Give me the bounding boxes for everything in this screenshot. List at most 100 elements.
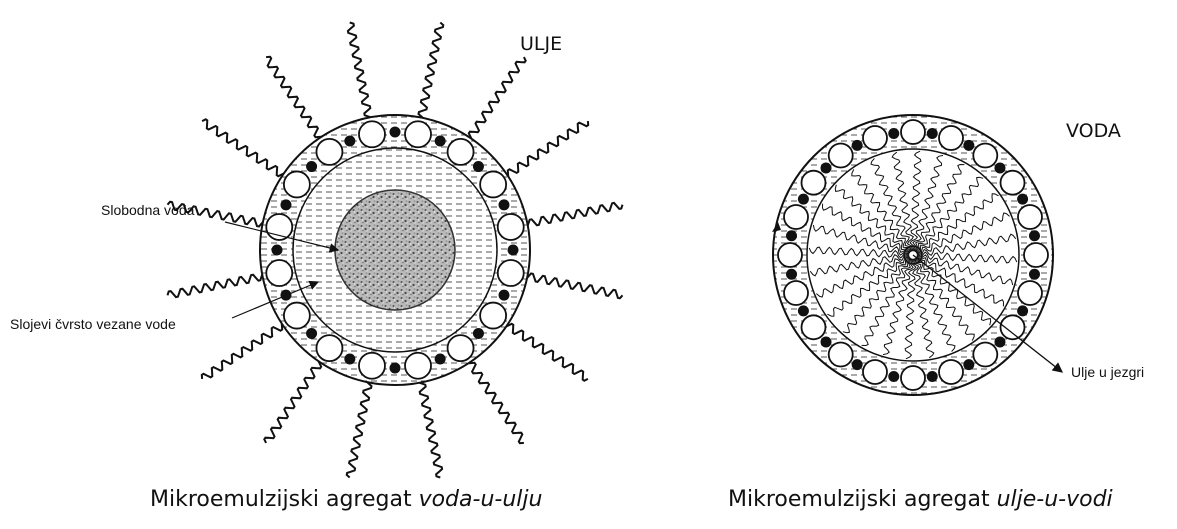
counter-ion-dot	[272, 245, 283, 256]
surfactant-head-white	[784, 281, 808, 305]
surfactant-head-white	[316, 139, 342, 165]
counter-ion-dot	[344, 135, 355, 146]
surfactant-head-white	[1001, 171, 1025, 195]
counter-ion-dot	[1017, 305, 1028, 316]
counter-ion-dot	[280, 199, 291, 210]
surfactant-head-white	[778, 243, 802, 267]
counter-ion-dot	[499, 199, 510, 210]
counter-ion-dot	[390, 363, 401, 374]
surfactant-head-white	[480, 303, 506, 329]
counter-ion-dot	[390, 127, 401, 138]
counter-ion-dot	[306, 328, 317, 339]
surfactant-head-white	[829, 343, 853, 367]
oil-medium-label: ULJE	[520, 33, 562, 55]
surfactant-head-white	[801, 315, 825, 339]
surfactant-head-white	[359, 353, 385, 379]
surfactant-tail	[266, 57, 324, 142]
counter-ion-dot	[786, 230, 797, 241]
surfactant-tail	[202, 119, 287, 178]
free-water-core	[335, 190, 455, 310]
counter-ion-dot	[852, 140, 863, 151]
counter-ion-dot	[435, 135, 446, 146]
counter-ion-dot	[888, 371, 899, 382]
counter-ion-dot	[963, 359, 974, 370]
surfactant-head-white	[801, 171, 825, 195]
surfactant-tail	[417, 378, 442, 478]
oil-core-label: Ulje u jezgri	[1071, 364, 1144, 380]
surfactant-head-white	[498, 214, 524, 240]
left-caption-text: Mikroemulzijski agregat	[150, 487, 419, 512]
surfactant-head-white	[973, 343, 997, 367]
counter-ion-dot	[888, 128, 899, 139]
surfactant-tail	[264, 358, 323, 443]
surfactant-tail	[347, 378, 372, 478]
oil-in-water-aggregate	[772, 115, 1062, 395]
surfactant-tail	[202, 321, 287, 379]
surfactant-tail	[466, 358, 524, 443]
surfactant-head-white	[284, 171, 310, 197]
counter-ion-dot	[963, 140, 974, 151]
surfactant-head-white	[266, 214, 292, 240]
surfactant-head-white	[359, 121, 385, 147]
counter-ion-dot	[994, 336, 1005, 347]
left-caption-italic: voda-u-ulju	[419, 487, 543, 512]
surfactant-head-white	[405, 121, 431, 147]
surfactant-head-white	[266, 260, 292, 286]
surfactant-head-white	[448, 335, 474, 361]
surfactant-tail	[168, 272, 268, 297]
counter-ion-dot	[798, 305, 809, 316]
counter-ion-dot	[927, 371, 938, 382]
counter-ion-dot	[499, 290, 510, 301]
surfactant-head-white	[448, 139, 474, 165]
surfactant-tail	[348, 23, 373, 123]
surfactant-head-white	[863, 126, 887, 150]
counter-ion-dot	[508, 245, 519, 256]
counter-ion-dot	[1029, 230, 1040, 241]
counter-ion-dot	[821, 336, 832, 347]
surfactant-tail	[523, 203, 623, 228]
counter-ion-dot	[786, 269, 797, 280]
surfactant-tail	[503, 322, 588, 381]
water-in-oil-aggregate	[168, 23, 623, 478]
right-caption-italic: ulje-u-vodi	[997, 487, 1113, 512]
counter-ion-dot	[306, 161, 317, 172]
bound-water-label: Slojevi čvrsto vezane vode	[10, 316, 176, 332]
surfactant-tail	[523, 274, 623, 299]
right-caption-text: Mikroemulzijski agregat	[728, 487, 997, 512]
left-caption: Mikroemulzijski agregat voda-u-ulju	[150, 487, 542, 512]
surfactant-head-white	[284, 303, 310, 329]
surfactant-head-white	[939, 360, 963, 384]
surfactant-tail	[503, 121, 588, 179]
surfactant-head-white	[498, 260, 524, 286]
counter-ion-dot	[821, 163, 832, 174]
counter-ion-dot	[994, 163, 1005, 174]
free-water-label: Slobodna voda	[101, 202, 194, 218]
counter-ion-dot	[927, 128, 938, 139]
surfactant-head-white	[405, 353, 431, 379]
surfactant-head-white	[973, 143, 997, 167]
counter-ion-dot	[1017, 194, 1028, 205]
surfactant-head-white	[939, 126, 963, 150]
surfactant-head-white	[829, 143, 853, 167]
surfactant-head-white	[1018, 281, 1042, 305]
surfactant-tail	[419, 23, 444, 123]
surfactant-tail	[467, 57, 526, 142]
surfactant-head-white	[901, 120, 925, 144]
surfactant-head-white	[480, 171, 506, 197]
counter-ion-dot	[435, 354, 446, 365]
counter-ion-dot	[473, 161, 484, 172]
surfactant-head-white	[1024, 243, 1048, 267]
surfactant-head-white	[1018, 205, 1042, 229]
right-caption: Mikroemulzijski agregat ulje-u-vodi	[728, 487, 1113, 512]
counter-ion-dot	[1029, 269, 1040, 280]
counter-ion-dot	[344, 354, 355, 365]
surfactant-head-white	[784, 205, 808, 229]
counter-ion-dot	[798, 194, 809, 205]
counter-ion-dot	[852, 359, 863, 370]
counter-ion-dot	[473, 328, 484, 339]
surfactant-head-white	[316, 335, 342, 361]
surfactant-head-white	[901, 366, 925, 390]
surfactant-head-white	[863, 360, 887, 384]
